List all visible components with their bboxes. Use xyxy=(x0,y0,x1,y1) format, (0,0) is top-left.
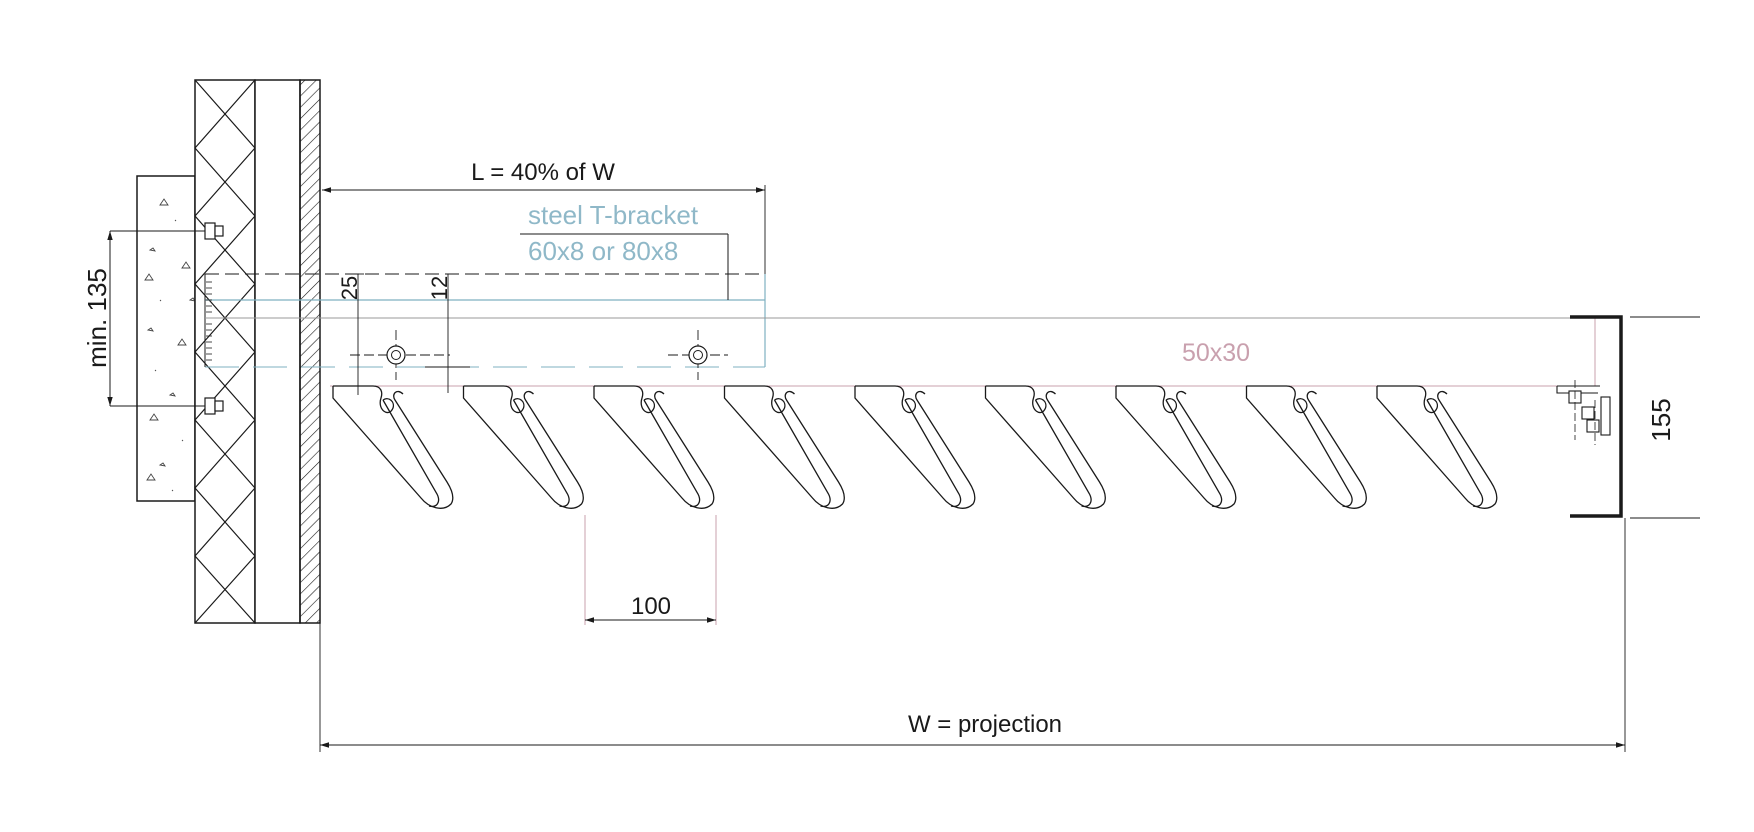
concrete-speckle xyxy=(158,462,166,467)
bracket-bolt-1 xyxy=(350,330,450,380)
end-profile xyxy=(1556,315,1623,518)
bracket-name-label: steel T-bracket xyxy=(528,200,699,230)
louvre-blades xyxy=(332,385,1498,509)
offset-25-label: 25 xyxy=(337,276,362,300)
concrete-speckle xyxy=(144,273,154,281)
beam-50x30 xyxy=(205,317,1596,387)
concrete-speckle xyxy=(159,299,162,302)
bracket-bolt-2 xyxy=(668,330,728,380)
bracket-callout: steel T-bracket 60x8 or 80x8 xyxy=(520,200,729,300)
projection-label: W = projection xyxy=(908,711,1062,738)
louvre-blade xyxy=(723,385,845,509)
concrete-speckles xyxy=(144,198,196,492)
anchor-spacing-label: min. 135 xyxy=(82,268,112,368)
dimension-blade-spacing: 100 xyxy=(584,515,717,625)
concrete-speckle xyxy=(159,198,169,206)
concrete-speckle xyxy=(177,338,187,346)
concrete-speckle xyxy=(154,369,157,372)
offset-12-label: 12 xyxy=(427,276,452,300)
cladding-layer xyxy=(299,79,321,624)
louvre-blade xyxy=(1245,385,1367,509)
dimension-offset-25: 25 xyxy=(337,273,370,395)
concrete-speckle xyxy=(171,489,174,492)
concrete-speckle xyxy=(148,247,156,252)
louvre-blade xyxy=(332,385,454,509)
beam-size-label: 50x30 xyxy=(1182,339,1250,367)
louvre-blade xyxy=(462,385,584,509)
concrete-wall xyxy=(136,175,196,502)
louvre-blade xyxy=(1376,385,1498,509)
anchor-bolt-bottom xyxy=(110,397,224,415)
concrete-speckle xyxy=(146,473,156,481)
bracket-size-label: 60x8 or 80x8 xyxy=(528,236,678,266)
louvre-blade xyxy=(984,385,1106,509)
concrete-speckle xyxy=(168,392,176,397)
dimension-anchor-spacing: min. 135 xyxy=(82,231,113,406)
cavity-layer xyxy=(254,79,301,624)
concrete-speckle xyxy=(188,297,196,302)
concrete-speckle xyxy=(146,327,154,332)
louvre-blade xyxy=(854,385,976,509)
blade-spacing-label: 100 xyxy=(631,593,671,620)
concrete-speckle xyxy=(181,261,191,269)
concrete-speckle xyxy=(181,439,184,442)
louvre-blade xyxy=(593,385,715,509)
dimension-projection: W = projection xyxy=(319,518,1626,752)
length-label: L = 40% of W xyxy=(471,159,615,186)
dimension-length: L = 40% of W xyxy=(322,159,766,274)
concrete-speckle xyxy=(149,413,159,421)
profile-height-label: 155 xyxy=(1646,398,1676,441)
concrete-speckle xyxy=(174,219,177,222)
dimension-profile-height: 155 xyxy=(1630,316,1700,519)
anchor-bolt-top xyxy=(110,222,224,240)
insulation-layer xyxy=(194,79,256,624)
dimension-offset-12: 12 xyxy=(425,274,470,393)
louvre-blade xyxy=(1115,385,1237,509)
